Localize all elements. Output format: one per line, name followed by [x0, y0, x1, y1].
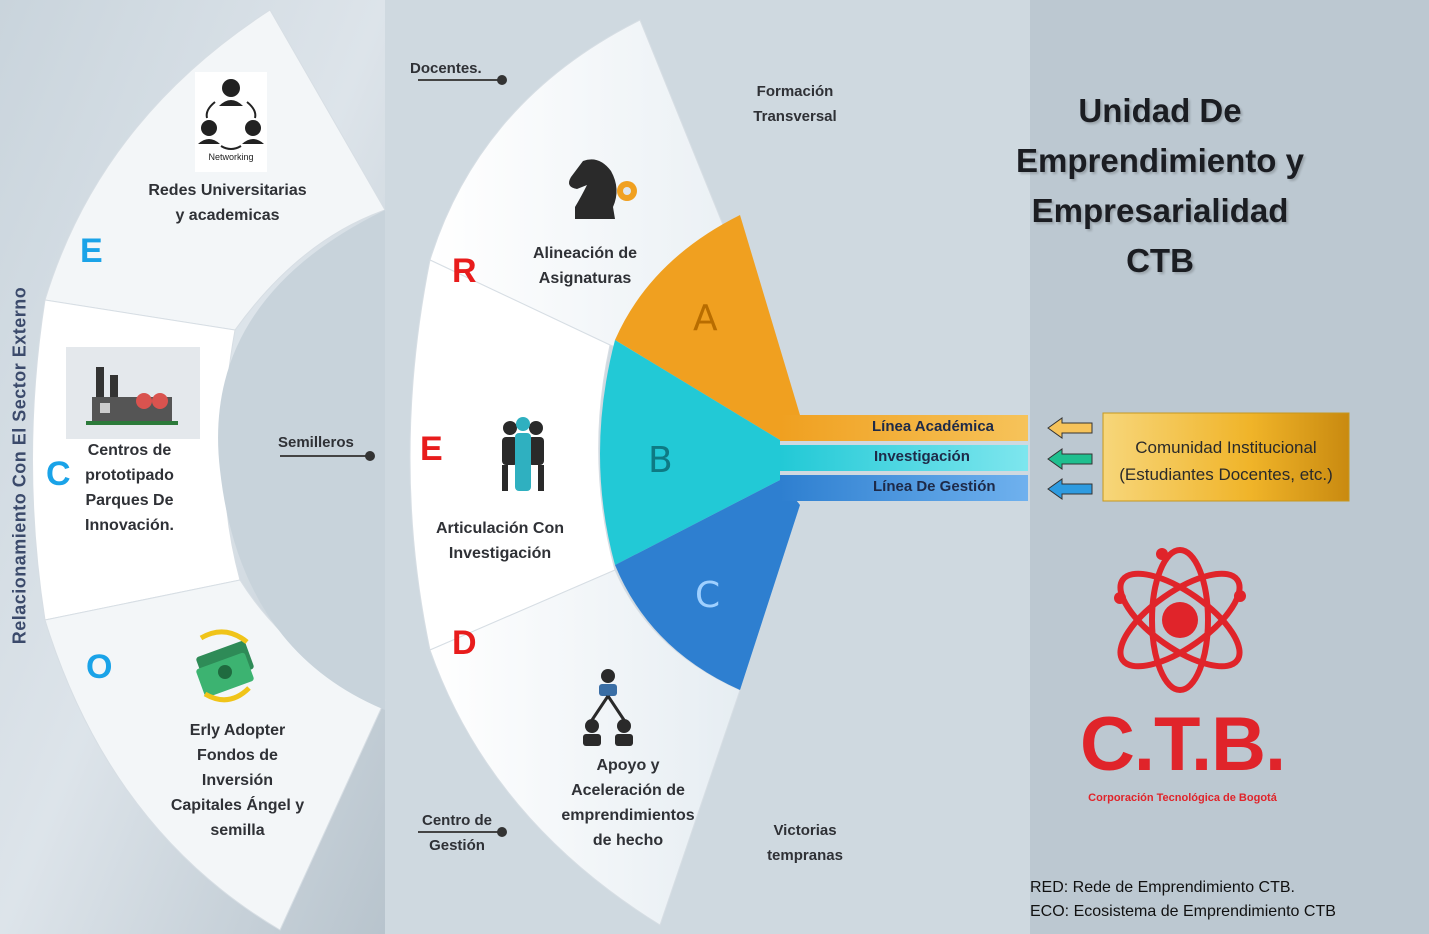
community-box	[1102, 412, 1350, 502]
wedge-b-letter: B	[648, 440, 673, 481]
legend: RED: Rede de Emprendimiento CTB. ECO: Ec…	[1030, 876, 1336, 924]
eco-fan-inner-arc	[218, 210, 385, 710]
wedge-a-letter: A	[693, 298, 718, 339]
callout-semilleros: Semilleros	[278, 434, 354, 451]
vertical-label: Relacionamiento Con El Sector Externo	[9, 286, 30, 645]
red-label-articulacion: Articulación Con Investigación	[435, 520, 564, 562]
red-label-alineacion: Alineación de Asignaturas	[532, 245, 638, 287]
factory-icon	[66, 347, 200, 439]
wedge-c-letter: C	[695, 575, 721, 616]
money-icon	[196, 629, 254, 703]
chess-knight-gear-icon	[569, 159, 637, 219]
eco-letter-o: O	[86, 648, 113, 686]
arrow-gestion	[1047, 478, 1093, 500]
eco-letter-e: E	[80, 232, 103, 270]
eco-label-fondos: Erly Adopter Fondos de Inversión Capital…	[170, 722, 305, 839]
red-letter-r: R	[452, 252, 477, 290]
callout-centro-gestion: Centro de Gestión	[421, 812, 492, 854]
ctb-atom-logo	[1114, 547, 1246, 693]
legend-eco: ECO: Ecosistema de Emprendimiento CTB	[1030, 903, 1336, 920]
callout-docentes: Docentes.	[410, 60, 482, 77]
callout-victorias: Victorias tempranas	[767, 822, 843, 864]
band-linea-academica	[780, 415, 1028, 441]
page-title: Unidad De Emprendimiento y Empresarialid…	[1016, 92, 1304, 279]
networking-icon-caption: Networking	[208, 152, 254, 162]
networking-icon	[195, 72, 267, 172]
team-icon	[502, 417, 544, 491]
callout-semilleros-line	[280, 451, 375, 461]
red-label-apoyo: Apoyo y Aceleración de emprendimientos d…	[561, 757, 695, 849]
callout-centro-gestion-line	[418, 827, 507, 837]
ctb-logo-text: C.T.B.	[1080, 702, 1286, 787]
ctb-logo-subtitle: Corporación Tecnológica de Bogotá	[1088, 792, 1277, 804]
eco-label-redes: Redes Universitarias y academicas	[148, 182, 307, 224]
red-fan-segment-bottom	[429, 569, 741, 926]
red-letter-d: D	[452, 624, 477, 662]
line-label-investigacion: Investigación	[874, 448, 970, 465]
hierarchy-icon	[583, 669, 633, 746]
callout-formacion: Formación Transversal	[753, 83, 837, 125]
arrow-academica	[1047, 417, 1093, 439]
band-linea-gestion	[780, 475, 1028, 501]
arrow-investigacion	[1047, 448, 1093, 470]
community-box-text: Comunidad Institucional (Estudiantes Doc…	[1119, 438, 1333, 484]
line-label-academica: Línea Académica	[872, 418, 994, 435]
band-investigacion	[780, 445, 1028, 471]
line-label-gestion: Línea De Gestión	[873, 478, 996, 495]
legend-red: RED: Rede de Emprendimiento CTB.	[1030, 879, 1295, 896]
wedge-c	[615, 480, 800, 690]
wedge-a	[615, 215, 800, 440]
eco-label-centros: Centros de prototipado Parques De Innova…	[85, 442, 174, 534]
callout-docentes-line	[418, 75, 507, 85]
red-letter-e: E	[420, 430, 443, 468]
eco-letter-c: C	[46, 455, 71, 493]
wedge-b	[600, 340, 780, 565]
